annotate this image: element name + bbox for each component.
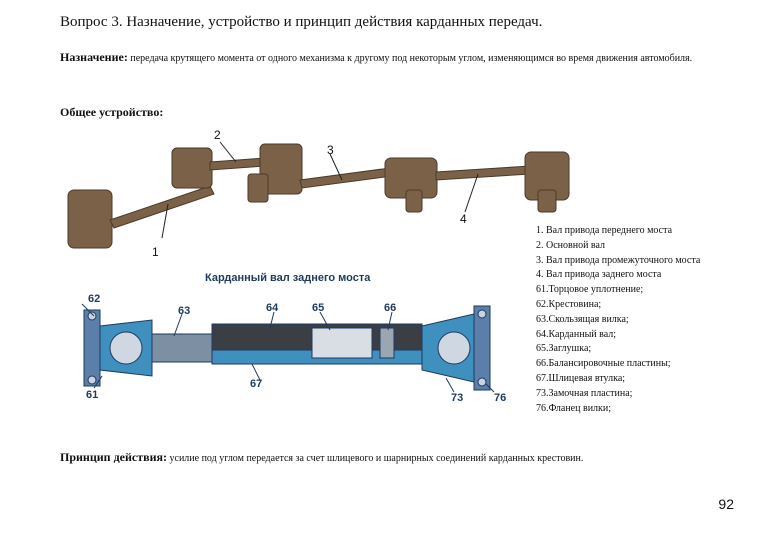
callout-line-1 [161,203,169,239]
right-cross [437,331,471,365]
intermediate-shaft [299,167,393,189]
callout-4: 4 [460,212,467,226]
legend-item: 66.Балансировочные пластины; [536,358,671,370]
legend-item: 76.Фланец вилки; [536,402,612,414]
legend-item: 73.Замочная пластина; [536,387,633,399]
rear-callout-73: 73 [451,392,464,404]
legend-item: 1. Вал привода переднего моста [536,225,673,236]
purpose-paragraph: Назначение: передача крутящего момента о… [60,50,700,66]
legend-item: 63.Скользящая вилка; [536,313,629,325]
rear-callout-63: 63 [178,305,191,317]
legend-item: 67.Шлицевая втулка; [536,372,626,384]
slide-title: Вопрос 3. Назначение, устройство и принц… [60,14,543,30]
rear-callout-61: 61 [86,389,99,401]
rear-shaft [435,165,531,181]
left-flange [83,309,101,387]
left-cross [109,331,143,365]
principle-label: Принцип действия: [60,450,167,464]
rear-callout-65: 65 [312,302,325,314]
legend-item: 62.Крестовина; [536,298,602,310]
callout-1: 1 [152,245,159,259]
right-flange [473,305,491,391]
callout-3: 3 [327,143,334,157]
page-number: 92 [718,496,734,512]
front-axle-shaft [109,185,215,229]
legend-item: 61.Торцовое уплотнение; [536,284,644,296]
callout-line-2 [219,141,237,163]
principle-text: усилие под углом передается за счет шлиц… [167,453,584,464]
rear-callout-62: 62 [88,293,101,305]
callout-line-4 [464,173,479,213]
rear-callout-64: 64 [266,302,279,314]
transfer-case [67,189,113,249]
sliding-yoke [151,333,213,363]
rear-shaft-title: Карданный вал заднего моста [205,272,371,284]
rear-callout-76: 76 [494,392,507,404]
general-label: Общее устройство: [60,105,164,119]
main-shaft [209,157,266,171]
callout-2: 2 [214,128,221,142]
rear-callout-67: 67 [250,378,263,390]
legend-item: 64.Карданный вал; [536,328,617,340]
parts-legend: 1. Вал привода переднего моста 2. Основн… [536,224,766,416]
drivetrain-diagram [67,141,570,249]
legend-item: 2. Основной вал [536,239,606,251]
legend-item: 4. Вал привода заднего моста [536,269,662,281]
rear-callout-66: 66 [384,302,397,314]
callout-line-3 [329,153,343,181]
purpose-label: Назначение: [60,50,128,64]
legend-item: 65.Заглушка; [536,343,592,355]
purpose-text: передача крутящего момента от одного мех… [127,53,693,64]
gearbox [171,147,213,189]
legend-item: 3. Вал привода промежуточного моста [536,254,701,266]
principle-paragraph: Принцип действия: усилие под углом перед… [60,450,740,465]
transfer-box [259,143,303,195]
rear-shaft-diagram [81,303,495,393]
